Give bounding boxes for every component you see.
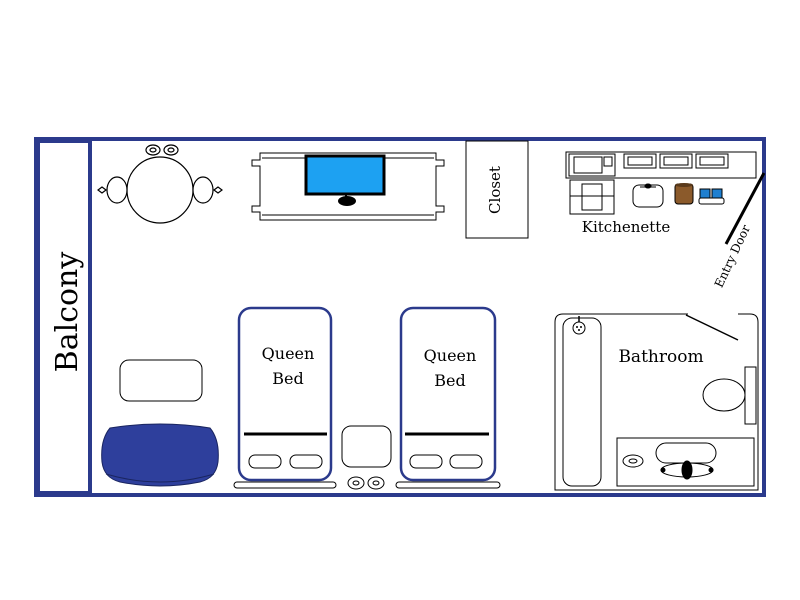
microwave-icon (568, 153, 616, 177)
bed-base (233, 481, 337, 489)
bathroom-door (685, 314, 739, 341)
bathtub-icon (562, 317, 602, 487)
tv-icon (304, 154, 386, 206)
bed1-label-line1: Queen (262, 344, 315, 363)
closet: Closet (465, 140, 529, 239)
bed-base (395, 481, 501, 489)
pillow (449, 454, 483, 469)
kitchenette: Kitchenette (565, 151, 757, 236)
bed-frame (399, 306, 497, 482)
bathroom: Bathroom (554, 313, 759, 491)
bed-frame (237, 306, 333, 482)
door-swing (724, 172, 766, 245)
vanity (616, 437, 755, 487)
bed2-label-line2: Bed (434, 371, 465, 390)
pillow (248, 454, 282, 469)
balcony-area (36, 139, 92, 495)
sink-icon (632, 183, 664, 208)
shower-head-icon (572, 316, 586, 335)
coffee-table-icon (119, 359, 203, 402)
coffee-maker-icon (698, 188, 725, 205)
pillow (409, 454, 443, 469)
pillow (289, 454, 323, 469)
kitchenette-label: Kitchenette (582, 218, 671, 236)
toilet-icon (702, 366, 757, 425)
toaster-icon (674, 183, 694, 205)
dining-table-icon (97, 144, 223, 224)
sofa-icon (101, 423, 219, 487)
bed2-label-line1: Queen (424, 346, 477, 365)
queen-bed-1: Queen Bed (237, 306, 333, 482)
nightstand-icon (341, 425, 392, 490)
closet-label: Closet (486, 166, 504, 214)
queen-bed-2: Queen Bed (399, 306, 497, 482)
stove-icon (569, 179, 615, 215)
bed1-label-line2: Bed (272, 369, 303, 388)
balcony: Balcony (36, 139, 92, 495)
cabinet-icon (623, 153, 729, 169)
balcony-label: Balcony (50, 252, 85, 373)
bathroom-label: Bathroom (618, 347, 703, 367)
